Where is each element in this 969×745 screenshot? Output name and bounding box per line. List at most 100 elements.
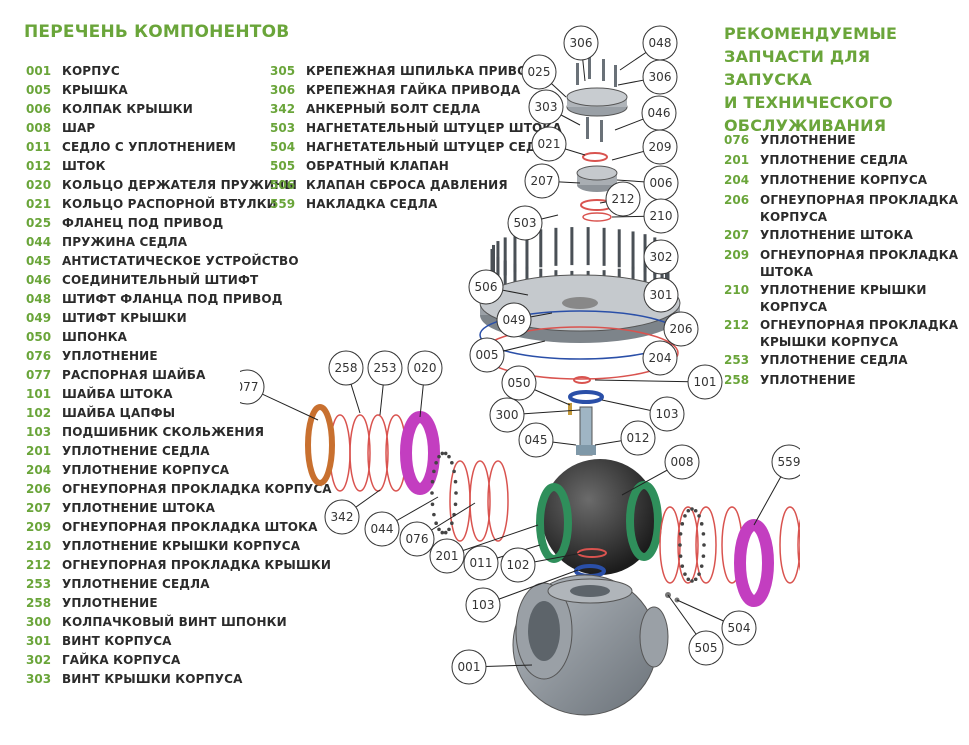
part-code: 253	[724, 353, 750, 367]
trunnion-washer	[577, 548, 607, 558]
part-code: 559	[270, 197, 296, 211]
callout-201: 201	[429, 538, 465, 574]
part-name: УПЛОТНЕНИЕ	[760, 133, 856, 147]
callout-circle	[524, 163, 560, 199]
callout-006: 006	[643, 165, 679, 201]
callout-label: 005	[476, 348, 499, 362]
body-bolt	[513, 234, 517, 273]
callout-101: 101	[687, 364, 723, 400]
callout-label: 204	[649, 351, 672, 365]
callout-label: 210	[650, 209, 673, 223]
part-name: КОЛПАК КРЫШКИ	[62, 102, 193, 116]
part-code: 008	[26, 121, 52, 135]
part-code: 506	[270, 178, 296, 192]
callout-212: 212	[605, 181, 641, 217]
part-name: НАКЛАДКА СЕДЛА	[306, 197, 438, 211]
callout-circle	[663, 311, 699, 347]
callout-circle	[643, 239, 679, 275]
callout-label: 302	[650, 250, 673, 264]
part-code: 212	[724, 318, 750, 332]
callout-circle	[496, 302, 532, 338]
callout-circle	[407, 350, 443, 386]
seat-spring	[697, 514, 701, 518]
seat-spring	[699, 564, 704, 568]
part-name: КРЕПЕЖНАЯ ГАЙКА ПРИВОДА	[306, 83, 521, 97]
spare-parts-heading-line: И ТЕХНИЧЕСКОГО	[724, 93, 893, 112]
part-code: 101	[26, 387, 52, 401]
spare-part-item: 207 УПЛОТНЕНИЕ ШТОКА	[724, 226, 960, 246]
part-name: ШТИФТ ФЛАНЦА ПОД ПРИВОД	[62, 292, 283, 306]
body-bolt	[617, 229, 621, 268]
bonnet-cap	[576, 165, 618, 192]
part-code: 050	[26, 330, 52, 344]
part-name: КОРПУС	[62, 64, 120, 78]
actuator-studs	[576, 57, 617, 142]
part-code: 001	[26, 64, 52, 78]
seal-ring	[449, 460, 471, 542]
callout-label: 306	[570, 36, 593, 50]
part-code: 076	[26, 349, 52, 363]
seal-ring	[677, 506, 699, 584]
part-code: 302	[26, 653, 52, 667]
seat-spring	[437, 527, 441, 532]
body-bolt	[496, 241, 500, 280]
callout-circle	[687, 364, 723, 400]
seat-spring	[693, 577, 698, 582]
callout-circle	[367, 350, 403, 386]
spare-parts-heading-line: РЕКОМЕНДУЕМЫЕ	[724, 24, 898, 43]
seat-spring	[683, 514, 687, 518]
bonnet-firesafe-ring	[582, 212, 612, 222]
component-list-item: 559 НАКЛАДКА СЕДЛА	[270, 195, 562, 214]
part-code: 021	[26, 197, 52, 211]
callout-circle	[642, 340, 678, 376]
seat-spring	[443, 451, 448, 456]
callout-circle	[721, 610, 757, 646]
body-bolt	[602, 227, 606, 266]
callout-label: 076	[406, 532, 429, 546]
seat-spring	[434, 521, 438, 526]
part-code: 005	[26, 83, 52, 97]
seal-ring	[695, 506, 717, 584]
seat-spring	[430, 479, 435, 484]
callout-021: 021	[531, 126, 567, 162]
part-code: 207	[724, 228, 750, 242]
body-bolt	[631, 231, 635, 270]
callout-020: 020	[407, 350, 443, 386]
stem-washer	[573, 376, 591, 384]
ball	[542, 459, 658, 575]
part-name: ОГНЕУПОРНАЯ ПРОКЛАДКА ШТОКА	[62, 520, 318, 534]
callout-circle	[664, 444, 700, 480]
part-name: УПЛОТНЕНИЕ ШТОКА	[760, 228, 914, 242]
seat-spring	[453, 502, 458, 507]
part-name: УПЛОТНЕНИЕ КОРПУСА	[760, 173, 928, 187]
valve-body	[512, 574, 669, 716]
callout-label: 303	[535, 100, 558, 114]
part-name: ОГНЕУПОРНАЯ ПРОКЛАДКА КОРПУСА	[62, 482, 332, 496]
seat-spring	[437, 454, 441, 459]
callout-label: 103	[472, 598, 495, 612]
part-name: УПЛОТНЕНИЕ СЕДЛА	[760, 153, 908, 167]
callout-label: 503	[514, 216, 537, 230]
part-name: УПЛОТНЕНИЕ СЕДЛА	[760, 353, 908, 367]
part-code: 011	[26, 140, 52, 154]
seat-spring	[701, 532, 706, 536]
stem	[576, 406, 596, 456]
callout-label: 253	[374, 361, 397, 375]
